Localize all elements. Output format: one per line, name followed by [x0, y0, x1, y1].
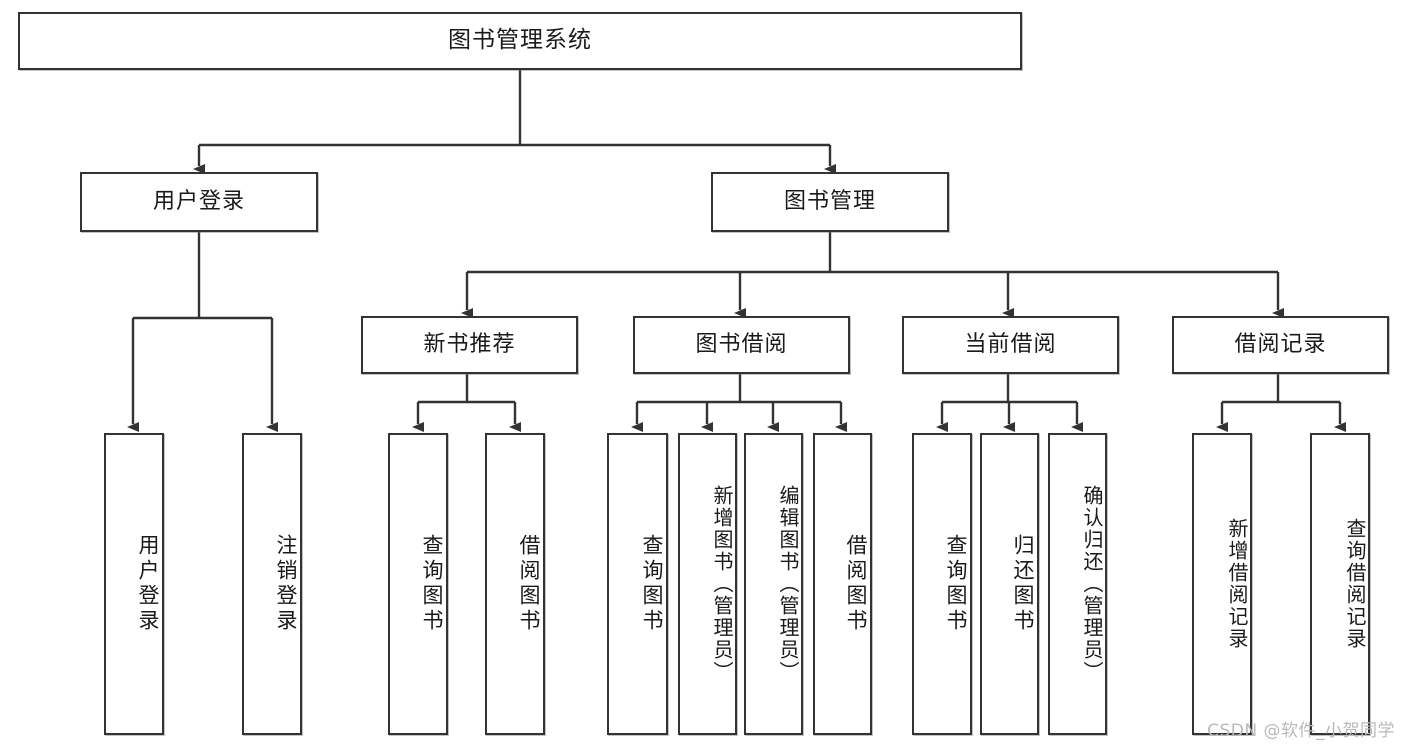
leaf-new-book-borrow[interactable]: 借阅图书	[485, 433, 545, 735]
node-user-login[interactable]: 用户登录	[80, 172, 318, 232]
leaf-borrow-add-book-admin[interactable]: 新增图书（管理员）	[678, 433, 737, 735]
node-label: 查询图书	[640, 534, 664, 634]
node-root-system[interactable]: 图书管理系统	[18, 12, 1022, 70]
node-label: 当前借阅	[964, 331, 1057, 357]
node-current-borrow[interactable]: 当前借阅	[902, 316, 1119, 374]
node-label: 借阅图书	[844, 534, 868, 634]
watermark-text: CSDN @软件_小贺同学	[1207, 721, 1395, 741]
node-book-management[interactable]: 图书管理	[711, 172, 949, 232]
leaf-borrow-query-book[interactable]: 查询图书	[607, 433, 668, 735]
node-label: 用户登录	[152, 188, 245, 214]
node-label: 注销登录	[274, 534, 298, 634]
node-borrow-record[interactable]: 借阅记录	[1172, 316, 1389, 374]
node-label: 借阅记录	[1234, 331, 1327, 357]
node-label: 新增借阅记录	[1225, 518, 1249, 650]
node-label: 图书管理	[783, 188, 876, 214]
leaf-record-add-record[interactable]: 新增借阅记录	[1192, 433, 1252, 735]
leaf-record-query-record[interactable]: 查询借阅记录	[1310, 433, 1370, 735]
node-label: 查询借阅记录	[1343, 518, 1367, 650]
leaf-new-book-query[interactable]: 查询图书	[388, 433, 448, 735]
leaf-borrow-borrow-book[interactable]: 借阅图书	[813, 433, 872, 735]
node-label: 图书借阅	[695, 331, 788, 357]
leaf-borrow-edit-book-admin[interactable]: 编辑图书（管理员）	[744, 433, 803, 735]
node-label: 归还图书	[1011, 534, 1035, 634]
node-label: 新增图书（管理员）	[710, 485, 734, 683]
leaf-user-login-logout[interactable]: 注销登录	[242, 433, 302, 735]
node-label: 查询图书	[944, 534, 968, 634]
node-label: 新书推荐	[423, 331, 516, 357]
leaf-current-return-book[interactable]: 归还图书	[980, 433, 1039, 735]
node-label: 用户登录	[136, 534, 160, 634]
node-new-book-recommend[interactable]: 新书推荐	[361, 316, 578, 374]
node-book-borrow[interactable]: 图书借阅	[633, 316, 850, 374]
leaf-user-login-login[interactable]: 用户登录	[104, 433, 164, 735]
node-label: 查询图书	[420, 534, 444, 634]
node-label: 确认归还（管理员）	[1080, 485, 1104, 683]
node-label: 编辑图书（管理员）	[776, 485, 800, 683]
node-label: 借阅图书	[517, 534, 541, 634]
node-label: 图书管理系统	[448, 27, 592, 54]
leaf-current-query-book[interactable]: 查询图书	[912, 433, 972, 735]
leaf-current-confirm-return-admin[interactable]: 确认归还（管理员）	[1048, 433, 1107, 735]
